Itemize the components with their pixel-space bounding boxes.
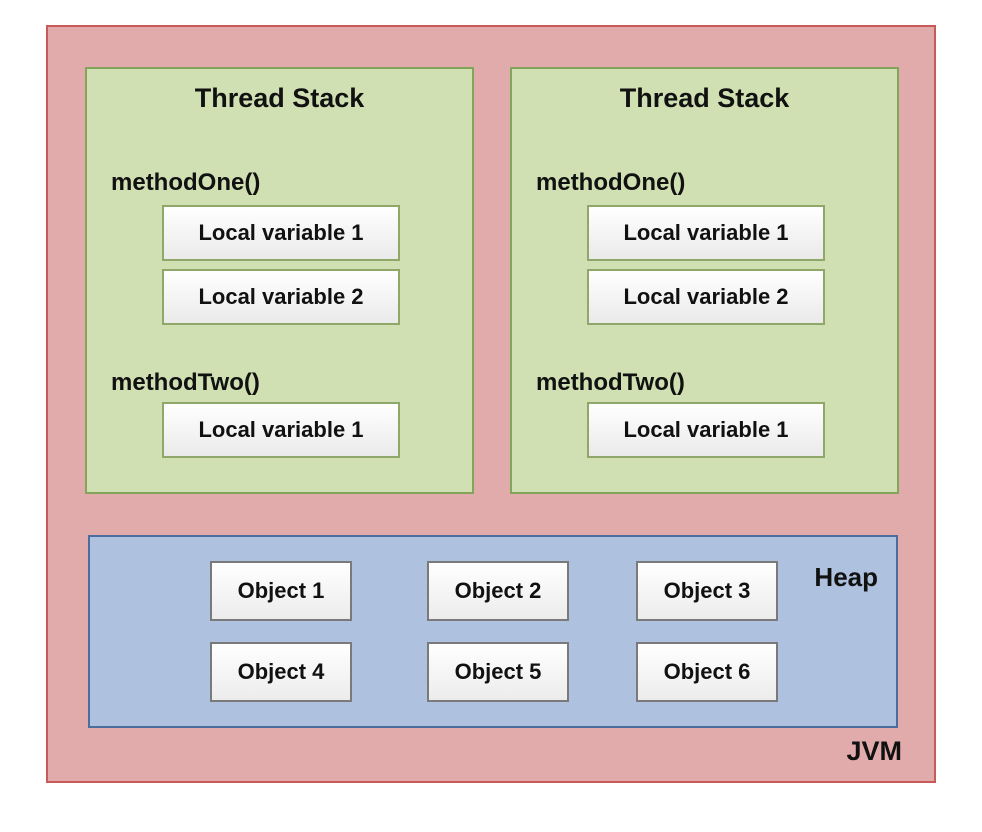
local-variable-box: Local variable 2 bbox=[587, 269, 825, 325]
method-one-label: methodOne() bbox=[111, 169, 261, 196]
heap-object: Object 1 bbox=[210, 561, 352, 621]
local-variable-box: Local variable 1 bbox=[587, 402, 825, 458]
local-variable-box: Local variable 1 bbox=[587, 205, 825, 261]
thread-stack-title: Thread Stack bbox=[619, 83, 790, 113]
local-variable-box: Local variable 1 bbox=[162, 205, 400, 261]
method-two-label: methodTwo() bbox=[111, 369, 260, 396]
heap-object: Object 4 bbox=[210, 642, 352, 702]
local-variable-box: Local variable 1 bbox=[162, 402, 400, 458]
heap-object: Object 5 bbox=[427, 642, 569, 702]
local-variable-box: Local variable 2 bbox=[162, 269, 400, 325]
method-one-label: methodOne() bbox=[536, 169, 686, 196]
thread-stack-title: Thread Stack bbox=[194, 83, 365, 113]
thread-stack-2: Thread Stack methodOne() Local variable … bbox=[510, 67, 899, 494]
heap-object: Object 6 bbox=[636, 642, 778, 702]
method-two-label: methodTwo() bbox=[536, 369, 685, 396]
jvm-label: JVM bbox=[846, 736, 902, 766]
heap-container: Object 1 Object 2 Object 3 Object 4 Obje… bbox=[88, 535, 898, 728]
heap-object: Object 3 bbox=[636, 561, 778, 621]
jvm-container: Thread Stack methodOne() Local variable … bbox=[46, 25, 936, 783]
heap-label: Heap bbox=[814, 562, 878, 592]
thread-stack-1: Thread Stack methodOne() Local variable … bbox=[85, 67, 474, 494]
heap-object: Object 2 bbox=[427, 561, 569, 621]
